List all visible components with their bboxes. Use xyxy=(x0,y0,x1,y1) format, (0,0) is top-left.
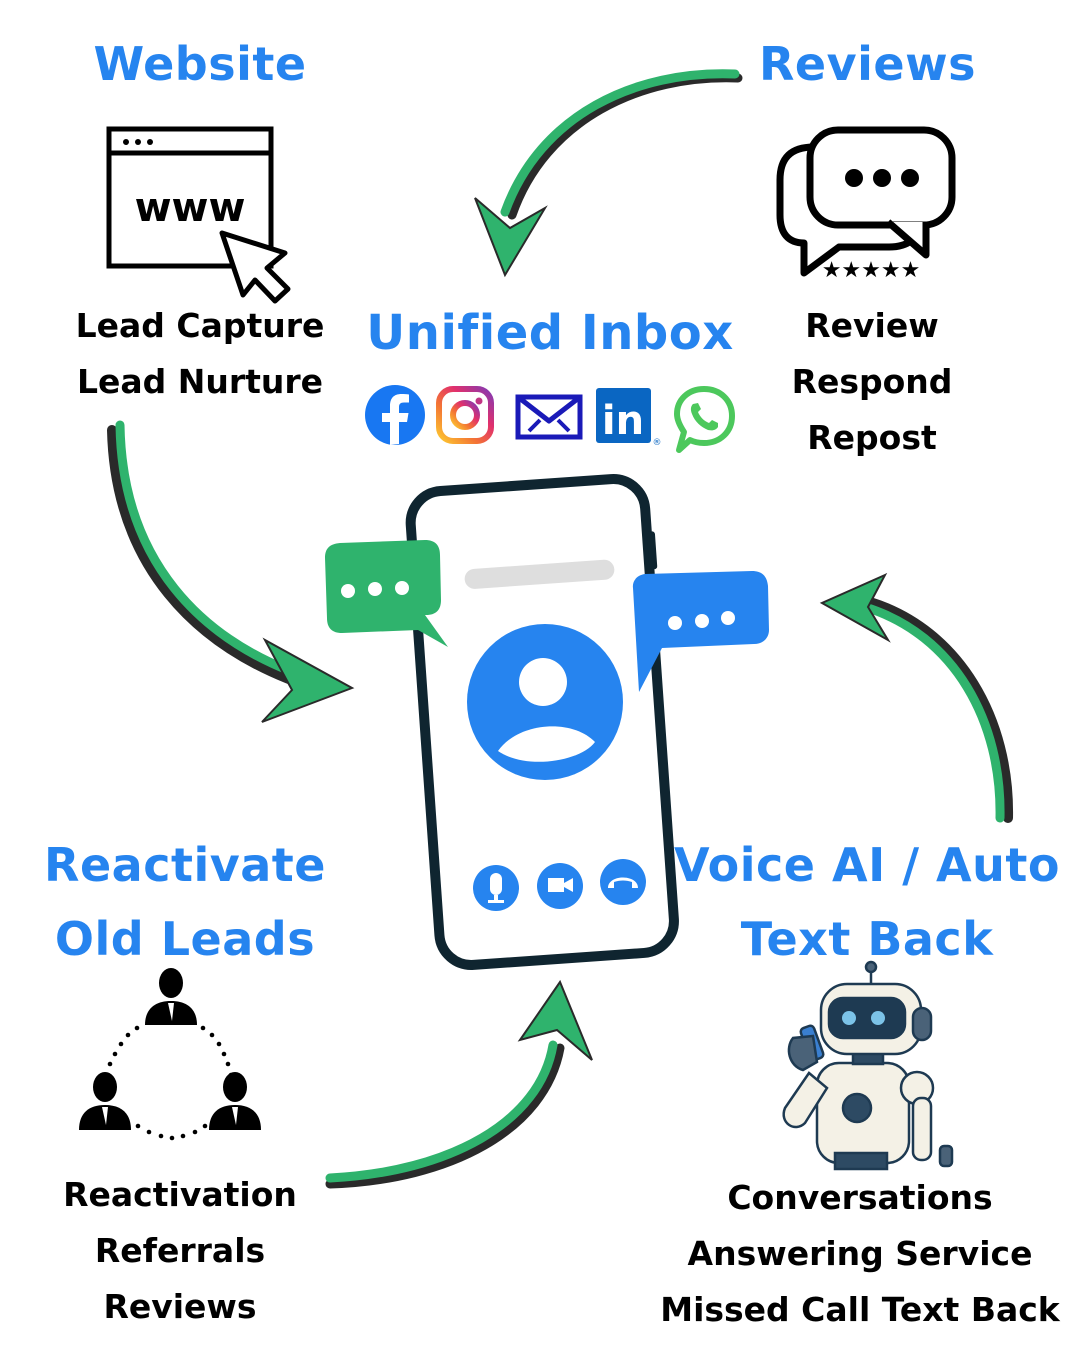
voice-ai-item: Missed Call Text Back xyxy=(660,1290,1060,1329)
robot-on-phone-icon xyxy=(782,960,954,1171)
person-silhouette-top xyxy=(145,968,197,1025)
reactivate-item: Reactivation xyxy=(63,1175,297,1214)
contact-avatar-icon xyxy=(467,624,623,780)
instagram-icon[interactable] xyxy=(436,386,498,448)
voice-ai-items: Conversations Answering Service Missed C… xyxy=(640,1170,1080,1338)
reactivate-item: Reviews xyxy=(103,1287,257,1326)
website-items: Lead Capture Lead Nurture xyxy=(40,298,360,410)
whatsapp-icon[interactable] xyxy=(669,384,741,456)
reactivate-heading-line: Reactivate xyxy=(44,838,326,892)
voice-ai-heading-line: Text Back xyxy=(740,912,994,966)
website-item: Lead Nurture xyxy=(76,362,324,401)
www-text: www xyxy=(135,185,246,231)
person-silhouette-left xyxy=(79,1072,131,1130)
website-heading: Website xyxy=(93,37,307,91)
website-item: Lead Capture xyxy=(75,306,325,345)
reactivate-heading-line: Old Leads xyxy=(54,912,316,966)
channel-icons-row: in ® xyxy=(364,384,744,454)
microphone-icon xyxy=(473,865,519,911)
video-camera-icon xyxy=(537,863,583,909)
person-silhouette-right xyxy=(209,1072,261,1130)
email-icon[interactable] xyxy=(515,394,585,444)
reviews-item: Review xyxy=(805,306,939,345)
voice-ai-item: Answering Service xyxy=(687,1234,1033,1273)
linkedin-logo-text: in xyxy=(602,398,644,444)
reactivate-item: Referrals xyxy=(94,1231,266,1270)
facebook-icon[interactable] xyxy=(364,384,426,446)
reviews-item: Respond xyxy=(791,362,953,401)
five-stars-rating: ★★★★★ xyxy=(822,258,921,283)
reviews-heading: Reviews xyxy=(759,37,976,91)
voice-ai-item: Conversations xyxy=(727,1178,993,1217)
smartphone-illustration xyxy=(325,474,769,970)
reactivate-items: Reactivation Referrals Reviews xyxy=(20,1167,340,1335)
hang-up-icon xyxy=(600,859,646,905)
linkedin-icon[interactable]: in ® xyxy=(596,388,666,450)
reviews-item: Repost xyxy=(807,418,937,457)
unified-inbox-heading: Unified Inbox xyxy=(366,305,734,361)
voice-ai-heading-line: Voice AI / Auto xyxy=(674,838,1060,892)
voice-ai-heading: Voice AI / Auto Text Back xyxy=(672,828,1062,976)
registered-mark: ® xyxy=(653,438,662,448)
dotted-connections xyxy=(105,1025,234,1141)
reactivate-heading: Reactivate Old Leads xyxy=(20,828,350,976)
green-chat-bubble-icon xyxy=(325,540,448,647)
contact-name-placeholder xyxy=(464,559,615,589)
browser-www-icon: www xyxy=(106,126,291,304)
referral-network-icon xyxy=(79,968,261,1141)
reviews-items: Review Respond Repost xyxy=(752,298,992,466)
blue-chat-bubble-icon xyxy=(632,571,769,692)
review-chat-bubbles-icon: ★★★★★ xyxy=(776,126,956,283)
